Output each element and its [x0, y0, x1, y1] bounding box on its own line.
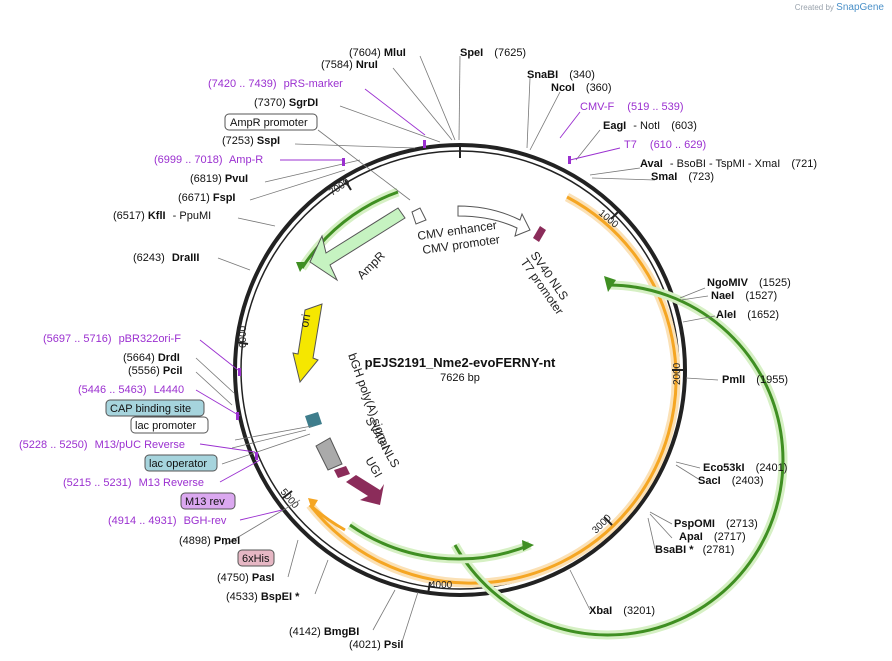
green-small-arc: [349, 523, 531, 561]
left-green-arc: [300, 190, 399, 269]
site-draiii: (6243) DraIII: [133, 252, 199, 264]
primer-prs-marker: (7420 .. 7439) pRS-marker: [208, 78, 343, 90]
site-sgrdi: (7370) SgrDI: [254, 97, 318, 109]
site-pmli: PmlI (1955): [722, 374, 788, 386]
cmv-enhancer-arrow: [457, 205, 531, 237]
box-lac-operator-text: lac operator: [149, 458, 207, 470]
site-bmgbi: (4142) BmgBI: [289, 626, 359, 638]
site-snabi: SnaBI (340): [527, 69, 595, 81]
site-saci: SacI (2403): [698, 475, 764, 487]
left-green-arc-arrowhead: [296, 262, 306, 272]
boxed-labels: AmpR promoter CAP binding site lac promo…: [105, 113, 318, 567]
box-m13-rev-text: M13 rev: [185, 496, 225, 508]
primer-marks: [236, 140, 571, 460]
position-ticks: [235, 146, 684, 595]
tick-label-7000: 7000: [327, 176, 352, 198]
box-ampr-promoter: [224, 113, 318, 131]
site-kfli: (6517) KflI - PpuMI: [113, 210, 211, 222]
site-mlui: (7604) MluI: [349, 47, 406, 59]
ori-arrow: [292, 303, 323, 384]
box-cap-binding-site: [105, 399, 205, 417]
green-small-arc-arrowhead: [522, 540, 534, 551]
lac-operator-block: [305, 412, 322, 428]
site-spei: SpeI (7625): [460, 47, 526, 59]
ampr-arrow: [309, 207, 406, 282]
box-lac-promoter: [130, 416, 209, 434]
feature-ampr: AmpR: [354, 248, 388, 282]
plasmid-size: 7626 bp: [440, 372, 480, 384]
site-drdi: (5664) DrdI: [123, 352, 180, 364]
site-psii: (4021) PsiI: [349, 639, 403, 651]
connector-lines: [195, 55, 719, 643]
primer-m13-reverse: (5215 .. 5231) M13 Reverse: [63, 477, 204, 489]
bgh-polya-block: [315, 437, 343, 471]
ugi-arrow: [346, 475, 384, 505]
site-eco53ki: Eco53kI (2401): [703, 462, 787, 474]
feature-ori: ori: [297, 313, 313, 329]
box-m13-rev: [180, 492, 236, 510]
feature-ugi: UGI: [362, 455, 385, 480]
site-ngomiv: NgoMIV (1525): [707, 277, 791, 289]
primer-bgh-rev: (4914 .. 4931) BGH-rev: [108, 515, 227, 527]
box-lac-promoter-text: lac promoter: [135, 420, 196, 432]
backbone-outer-ring: [233, 143, 687, 597]
orange-arc-arrowhead: [308, 498, 318, 510]
green-feature-arc: [453, 283, 785, 637]
site-pvui: (6819) PvuI: [190, 173, 248, 185]
site-ncoi: NcoI (360): [551, 82, 612, 94]
site-avai: AvaI - BsoBI - TspMI - XmaI (721): [640, 158, 817, 170]
box-cap-binding-site-text: CAP binding site: [110, 403, 191, 415]
box-6xhis-text: 6xHis: [242, 553, 270, 565]
tick-label-2000: 2000: [672, 362, 683, 385]
site-fspi: (6671) FspI: [178, 192, 235, 204]
box-6xhis: [237, 549, 275, 567]
site-smai: SmaI (723): [651, 171, 714, 183]
site-xbai: XbaI (3201): [589, 605, 655, 617]
orange-arc-tail: [308, 503, 346, 532]
green-arc-arrowhead: [604, 276, 616, 292]
primer-amp-r: (6999 .. 7018) Amp-R: [154, 154, 263, 166]
site-apai: ApaI (2717): [679, 531, 746, 543]
tick-label-6000: 6000: [238, 325, 249, 348]
site-bsabi: BsaBI * (2781): [655, 544, 734, 556]
orange-feature-arc: [308, 195, 678, 585]
primer-t7: T7 (610 .. 629): [624, 139, 706, 151]
site-pspomi: PspOMI (2713): [674, 518, 758, 530]
sv40-nls-marker-top: [533, 226, 546, 242]
site-naei: NaeI (1527): [711, 290, 777, 302]
sv40-nls-marker-bottom: [334, 466, 350, 478]
box-ampr-promoter-text: AmpR promoter: [230, 117, 308, 129]
site-eagi: EagI - NotI (603): [603, 120, 697, 132]
site-sspi: (7253) SspI: [222, 135, 280, 147]
site-bspei: (4533) BspEI *: [226, 591, 300, 603]
plasmid-name: pEJS2191_Nme2-evoFERNY-nt: [365, 355, 556, 370]
ampr-promoter-arrow: [411, 207, 427, 225]
primer-cmv-f: CMV-F (519 .. 539): [580, 101, 684, 113]
snapgene-watermark: Created by SnapGene: [794, 2, 884, 13]
box-lac-operator: [144, 454, 218, 472]
primer-lines: [195, 88, 621, 521]
site-alei: AleI (1652): [716, 309, 779, 321]
site-nrui: (7584) NruI: [321, 59, 378, 71]
primer-l4440: (5446 .. 5463) L4440: [78, 384, 184, 396]
primer-pbr322ori-f: (5697 .. 5716) pBR322ori-F: [43, 333, 181, 345]
site-pmei: (4898) PmeI: [179, 535, 240, 547]
site-pasi: (4750) PasI: [217, 572, 275, 584]
primer-m13-puc-reverse: (5228 .. 5250) M13/pUC Reverse: [19, 439, 185, 451]
site-pcii: (5556) PciI: [128, 365, 182, 377]
tick-label-4000: 4000: [430, 580, 453, 591]
